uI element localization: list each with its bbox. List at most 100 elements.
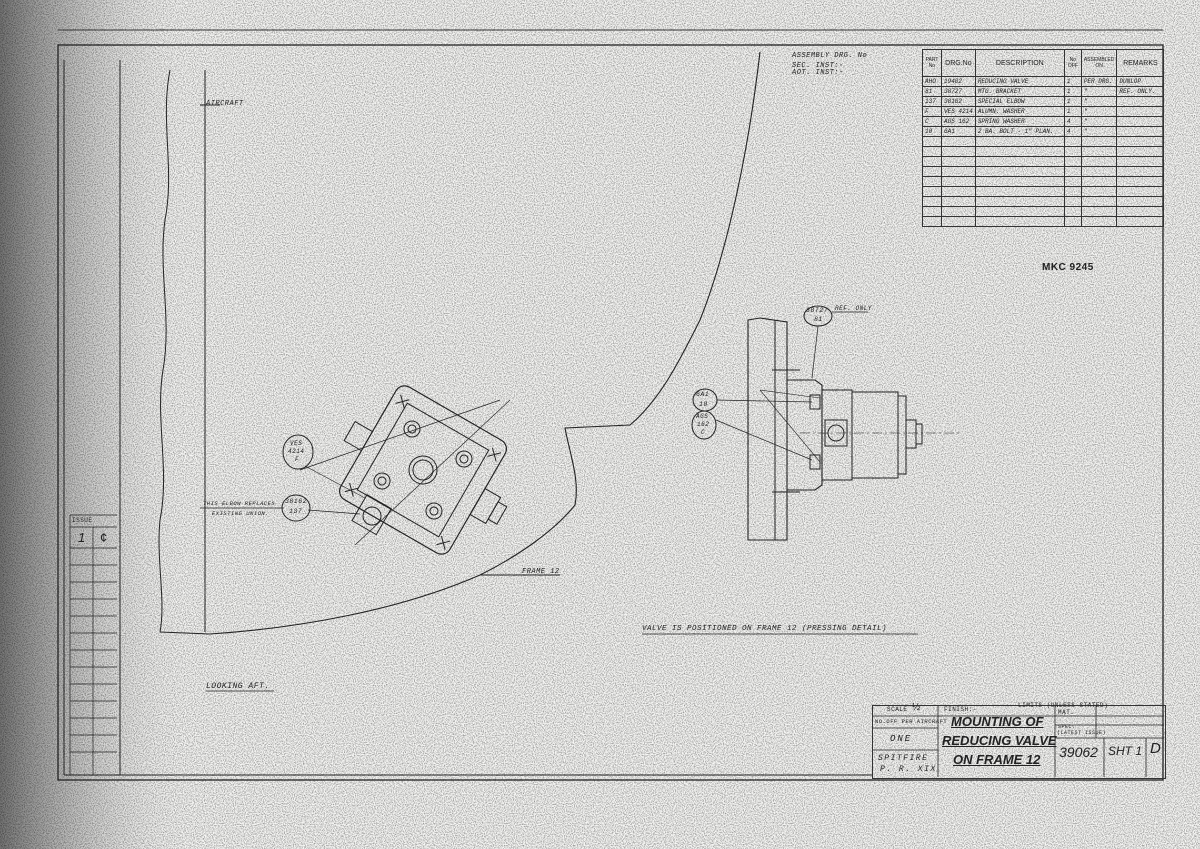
- cell-desc: ALUMN. WASHER: [974, 106, 1065, 117]
- table-row: [922, 136, 1165, 147]
- callout-washer-line1: AGS: [696, 413, 709, 420]
- cell-part: 81: [922, 86, 942, 97]
- cell-desc: SPECIAL ELBOW: [974, 96, 1065, 107]
- callout-bolt-drg: 6A1: [696, 391, 710, 398]
- scale-label: SCALE: [887, 706, 908, 713]
- drawing-size: D: [1150, 740, 1161, 757]
- mat-label: MAT.: [1058, 709, 1075, 716]
- table-row: [922, 156, 1165, 167]
- cell-rem: REF. ONLY.: [1116, 86, 1165, 97]
- outer-border: [57, 44, 1164, 781]
- sec-inst-label: SEC. INST:-: [792, 62, 844, 70]
- cell-assm: ": [1080, 96, 1118, 107]
- mkc-reference: MKC 9245: [1042, 262, 1094, 273]
- col-assembled-on: ASSEMBLED ON: [1080, 49, 1118, 77]
- col-description: DESCRIPTION: [974, 49, 1065, 77]
- aircraft-type-line2: P. R. XIX: [880, 765, 937, 774]
- cell-drg: VES 4214: [941, 106, 976, 117]
- table-row: [922, 186, 1165, 197]
- aircraft-type-line1: SPITFIRE: [878, 754, 929, 763]
- cell-part: F: [922, 106, 942, 117]
- latest-issue-label: (LATEST ISSUE): [1057, 730, 1107, 736]
- table-row: [922, 216, 1165, 227]
- cell-desc: MTG. BRACKET: [974, 86, 1065, 97]
- table-row: [922, 176, 1165, 187]
- sheet-number: SHT 1: [1108, 744, 1143, 758]
- title-block: [872, 705, 1166, 779]
- cell-drg: 6A1: [941, 126, 976, 137]
- issue-grid: [69, 514, 117, 775]
- table-row: [922, 146, 1165, 157]
- col-no-off: No OFF: [1063, 49, 1082, 77]
- cell-drg: AGS 162: [941, 116, 976, 127]
- callout-veb-line1: VES: [290, 440, 303, 447]
- aircraft-skin-line: [158, 69, 171, 633]
- callout-elbow-drg: 38162: [285, 498, 308, 505]
- cell-assm: ": [1080, 106, 1118, 117]
- cell-desc: REDUCING VALVE: [974, 76, 1065, 87]
- frame-12-outline: [159, 51, 761, 635]
- callout-washer-line3: C: [701, 429, 706, 436]
- cell-off: 4: [1063, 126, 1082, 137]
- valve-position-note: VALVE IS POSITIONED ON FRAME 12 (PRESSIN…: [642, 625, 888, 633]
- finish-label: FINISH:-: [944, 706, 977, 713]
- no-off-label: NO.OFF PER AIRCRAFT: [875, 718, 948, 725]
- scale-value: ½: [912, 702, 921, 713]
- aot-inst-label: AOT. INST:-: [792, 69, 844, 77]
- parts-list-header-row: PART No DRG.No DESCRIPTION No OFF ASSEMB…: [922, 49, 1165, 77]
- elbow-note-line2: EXISTING UNION.: [212, 510, 270, 517]
- cell-part: C: [922, 116, 942, 127]
- cell-desc: 2 BA. BOLT - 1" PLAN.: [974, 126, 1065, 137]
- frame-elevation: [747, 317, 960, 541]
- no-off-value: ONE: [890, 734, 913, 744]
- callout-veb-line2: 4214: [288, 448, 305, 455]
- cell-off: 1: [1063, 96, 1082, 107]
- cell-off: 1: [1063, 106, 1082, 117]
- table-row: [922, 166, 1165, 177]
- callout-bubble-washer: [691, 410, 717, 440]
- reducing-valve-plan: [339, 385, 508, 555]
- cell-rem: DUNLOP: [1116, 76, 1165, 87]
- cell-drg: 38162: [941, 96, 976, 107]
- assembly-drg-label: ASSEMBLY DRG. No: [792, 52, 868, 60]
- spec-label: SPEC.: [1058, 724, 1076, 730]
- frame-12-label: FRAME 12: [522, 568, 560, 576]
- cell-assm: PER DRG.: [1080, 76, 1118, 87]
- drawing-title-line2: REDUCING VALVE: [942, 733, 1057, 748]
- cell-drg: 19402: [941, 76, 976, 87]
- issue-number: 1: [78, 530, 86, 545]
- cell-part: 10: [922, 126, 942, 137]
- table-row: [922, 206, 1165, 217]
- cell-desc: SPRING WASHER: [974, 116, 1065, 127]
- callout-washer-line2: 162: [697, 421, 710, 428]
- callout-bolt-part: 10: [699, 401, 708, 408]
- col-remarks: REMARKS: [1116, 49, 1165, 77]
- cell-assm: ": [1080, 126, 1118, 137]
- title-block-grid: [872, 705, 1164, 777]
- drawing-number: 39062: [1059, 744, 1098, 760]
- bracket-note: REF. ONLY: [835, 305, 872, 312]
- limits-label: LIMITS (UNLESS STATED): [1018, 702, 1109, 709]
- callout-bracket-part: 81: [814, 316, 823, 323]
- callout-elbow-part: 137: [289, 508, 303, 515]
- cell-assm: ": [1080, 86, 1118, 97]
- cell-part: AHO: [922, 76, 942, 87]
- cell-rem: [1116, 116, 1165, 127]
- cell-assm: ": [1080, 116, 1118, 127]
- looking-aft-note: LOOKING AFT.: [206, 682, 270, 691]
- callout-bubble-veb: [282, 434, 314, 470]
- issue-label: ISSUE: [72, 517, 93, 524]
- col-part-no: PART No: [922, 49, 942, 77]
- cell-rem: [1116, 106, 1165, 117]
- callout-bracket-drg: 38727: [806, 307, 829, 314]
- cell-rem: [1116, 126, 1165, 137]
- cell-rem: [1116, 96, 1165, 107]
